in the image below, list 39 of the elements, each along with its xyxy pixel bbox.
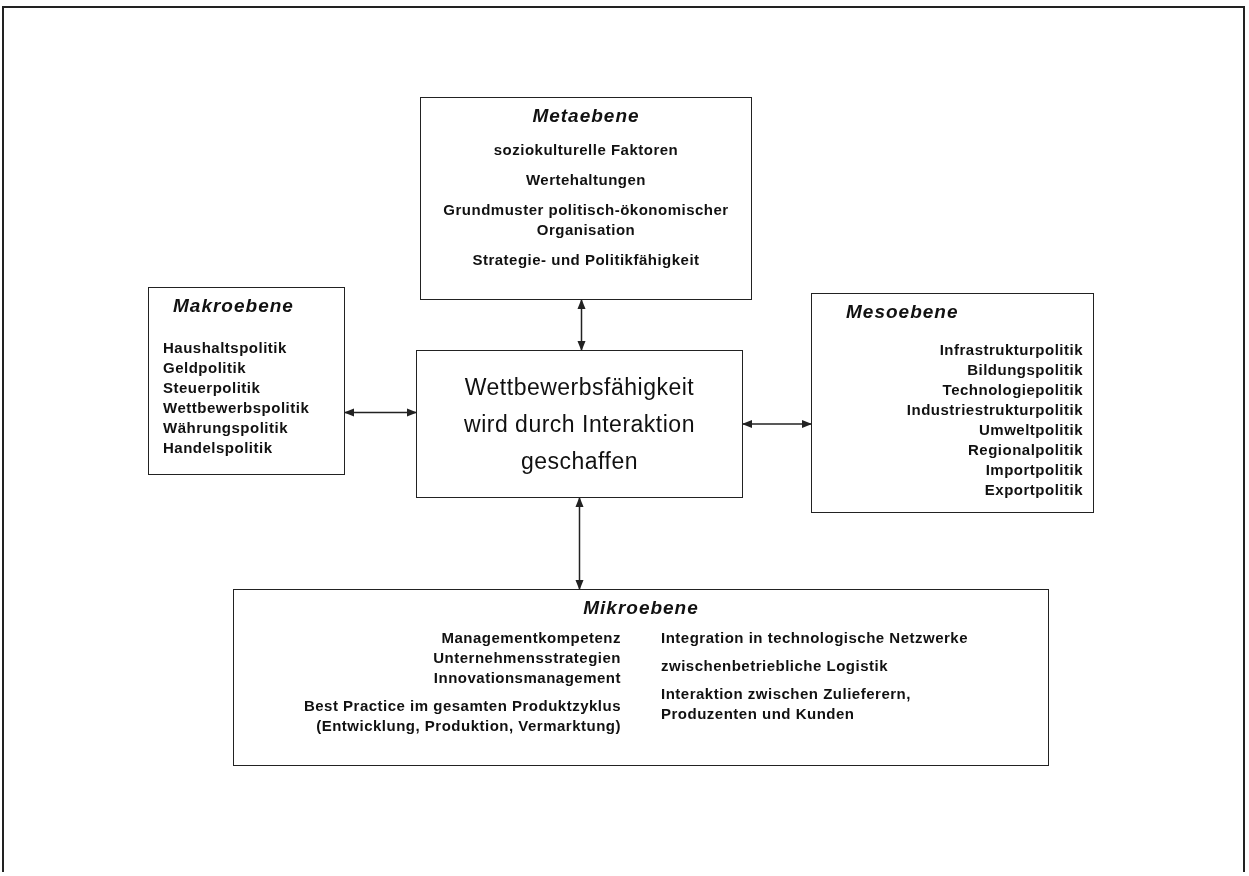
list-item: Exportpolitik	[983, 480, 1083, 500]
list-item: Grundmuster politisch-ökonomischer Organisation	[442, 200, 730, 240]
list-item: Interaktion zwischen Zulieferern, Produzenten und Kunden	[661, 684, 912, 724]
list-item: Managementkompetenz	[440, 628, 621, 648]
list-item: Importpolitik	[984, 460, 1083, 480]
list-item: Umweltpolitik	[978, 420, 1083, 440]
list-item: soziokulturelle Faktoren	[492, 140, 680, 160]
list-item: Geldpolitik	[163, 358, 247, 378]
list-item: Industriestrukturpolitik	[905, 400, 1083, 420]
level-box	[148, 287, 345, 475]
list-item: Wertehaltungen	[524, 170, 648, 190]
list-item: Integration in technologische Netzwerke	[661, 628, 970, 648]
list-item: Wettbewerbspolitik	[163, 398, 311, 418]
list-item: Technologiepolitik	[941, 380, 1083, 400]
list-item: Infrastrukturpolitik	[938, 340, 1083, 360]
double-arrow	[741, 419, 813, 429]
level-heading: Mikroebene	[582, 598, 700, 618]
level-heading: Metaebene	[531, 106, 641, 126]
list-item: Handelspolitik	[163, 438, 274, 458]
center-text: Wettbewerbsfähigkeit wird durch Interaktion geschaffen	[463, 372, 696, 476]
list-item: Best Practice im gesamten Produktzyklus (Entwicklung, Produktion, Vermarktung)	[302, 696, 621, 736]
center-box	[416, 350, 743, 498]
level-heading: Makroebene	[172, 296, 295, 316]
level-box	[811, 293, 1094, 513]
list-item: Unternehmensstrategien	[432, 648, 621, 668]
list-item: Steuerpolitik	[163, 378, 262, 398]
double-arrow	[575, 496, 584, 591]
level-box	[420, 97, 752, 300]
level-box	[233, 589, 1049, 766]
list-item: Regionalpolitik	[967, 440, 1083, 460]
list-item: Strategie- und Politikfähigkeit	[471, 250, 701, 270]
list-item: zwischenbetriebliche Logistik	[661, 656, 890, 676]
double-arrow	[343, 408, 418, 417]
list-item: Währungspolitik	[163, 418, 289, 438]
list-item: Bildungspolitik	[966, 360, 1083, 380]
double-arrow	[577, 298, 586, 352]
list-item: Innovationsmanagement	[432, 668, 621, 688]
level-heading: Mesoebene	[845, 302, 960, 322]
list-item: Haushaltspolitik	[163, 338, 288, 358]
